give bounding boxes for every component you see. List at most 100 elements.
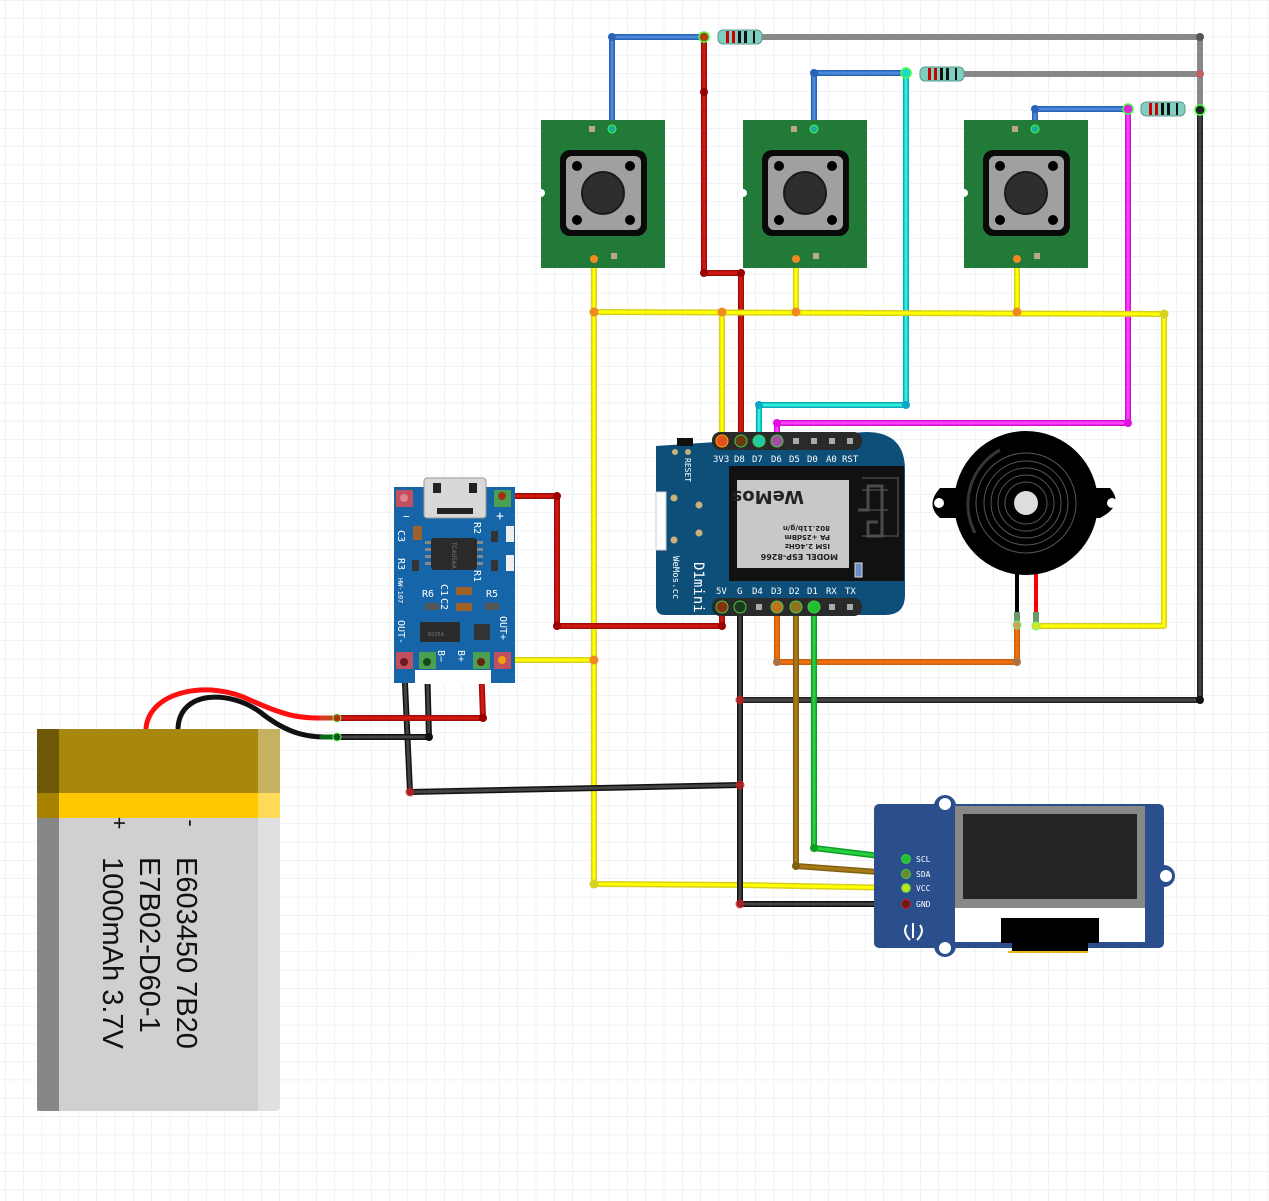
svg-text:C1: C1 [438, 584, 449, 596]
battery-plus-label: + [107, 817, 132, 830]
grove-logo-icon [904, 923, 923, 941]
svg-text:MODEL ESP-8266: MODEL ESP-8266 [760, 552, 838, 561]
svg-text:3V3: 3V3 [713, 455, 729, 465]
charge-ic [431, 538, 477, 570]
battery-label-line3: 1000mAh 3.7V [96, 857, 128, 1050]
resistor-3[interactable] [1140, 101, 1186, 117]
oled-pins: SCL SDA VCC GND [901, 854, 931, 909]
button-1[interactable] [537, 120, 665, 268]
svg-text:C3: C3 [395, 530, 406, 542]
svg-text:WeMos: WeMos [732, 486, 804, 507]
pin-d7[interactable] [752, 434, 766, 448]
svg-text:802.11b/g/n: 802.11b/g/n [783, 524, 830, 532]
svg-text:OUT+: OUT+ [497, 616, 508, 640]
lipo-battery[interactable]: + - E603450 7B20 E7B02-D60-1 1000mAh 3.7… [37, 729, 280, 1111]
svg-text:PA +25dBm: PA +25dBm [784, 533, 830, 541]
top-pin-labels: 3V3 D8 D7 D6 D5 D0 A0 RST [713, 455, 859, 465]
esp-shield [737, 480, 849, 568]
reset-label: RESET [683, 458, 692, 482]
buzzer-center [1014, 491, 1038, 515]
svg-text:D7: D7 [752, 455, 763, 465]
svg-text:D8: D8 [734, 455, 745, 465]
charger-labels: C3 R3 R2 R1 R6 R5 C1 C2 HW-107 OUT- OUT+… [395, 522, 508, 662]
oled-pin-sda[interactable] [901, 869, 911, 879]
svg-text:RST: RST [842, 455, 859, 465]
svg-text:D6: D6 [771, 455, 782, 465]
svg-text:D3: D3 [771, 587, 782, 597]
svg-text:ISM 2.4GHz: ISM 2.4GHz [785, 542, 830, 550]
svg-text:SDA: SDA [916, 870, 931, 879]
battery-black-lead [175, 694, 333, 740]
charger-module[interactable]: − + TC4056A 8205A C3 R3 R2 R1 R6 R5 C1 C… [394, 477, 515, 684]
mosfet-ic [420, 622, 460, 642]
wemos-d1-mini[interactable]: RESET D1mini WeMos.cc MODEL ESP-8266 ISM… [655, 432, 905, 616]
oled-pin-scl[interactable] [901, 854, 911, 864]
pin-d2[interactable] [789, 600, 803, 614]
svg-text:VCC: VCC [916, 884, 931, 893]
svg-text:HW-107: HW-107 [396, 578, 404, 603]
pin-d1[interactable] [807, 600, 821, 614]
button-cap[interactable] [581, 171, 625, 215]
svg-text:C2: C2 [438, 598, 449, 610]
charger-board [394, 487, 515, 683]
svg-text:R1: R1 [471, 570, 482, 582]
svg-text:SCL: SCL [916, 855, 931, 864]
svg-text:A0: A0 [826, 455, 837, 465]
svg-text:GND: GND [916, 900, 931, 909]
svg-text:B−: B− [435, 650, 446, 662]
resistor-1-pin [698, 31, 710, 43]
battery-label-line2: E7B02-D60-1 [133, 857, 165, 1033]
oled-pin-gnd[interactable] [901, 899, 911, 909]
resistor-1[interactable] [717, 29, 763, 45]
svg-text:G: G [737, 587, 742, 597]
battery-red-lead [143, 687, 333, 731]
button-2[interactable] [739, 120, 867, 268]
pin-d3[interactable] [770, 600, 784, 614]
piezo-buzzer[interactable] [932, 431, 1118, 631]
oled-pin-vcc[interactable] [901, 883, 911, 893]
pin-d6[interactable] [770, 434, 784, 448]
esp-module-labels: MODEL ESP-8266 ISM 2.4GHz PA +25dBm 802.… [732, 486, 838, 561]
svg-text:5V: 5V [716, 587, 727, 597]
oled-screen [963, 814, 1137, 899]
battery-label-line1: E603450 7B20 [170, 857, 202, 1049]
bottom-pin-labels: 5V G D4 D3 D2 D1 RX TX [716, 587, 856, 597]
label-minus: − [403, 510, 410, 523]
oled-display[interactable]: SCL SDA VCC GND [874, 795, 1175, 957]
svg-text:R3: R3 [395, 558, 406, 570]
ground-bus-pin [1194, 104, 1206, 116]
svg-text:D5: D5 [789, 455, 800, 465]
svg-text:R5: R5 [486, 589, 498, 600]
usb-port [655, 491, 667, 551]
board-name: D1mini [690, 562, 706, 613]
vcc-bus-wire[interactable] [499, 257, 1167, 891]
svg-text:RX: RX [826, 587, 837, 597]
reset-button[interactable] [677, 438, 693, 446]
svg-text:TX: TX [845, 587, 856, 597]
resistor-2[interactable] [919, 66, 965, 82]
svg-text:R2: R2 [471, 522, 482, 534]
svg-text:OUT-: OUT- [395, 620, 406, 644]
pin-5v[interactable] [715, 600, 729, 614]
resistor-3-pin [1122, 103, 1134, 115]
svg-text:D4: D4 [752, 587, 763, 597]
pin-d8[interactable] [734, 434, 748, 448]
label-plus: + [496, 509, 504, 524]
svg-text:8205A: 8205A [428, 632, 445, 638]
battery-minus-label: - [179, 819, 204, 826]
button-3[interactable] [960, 120, 1088, 268]
pin-g[interactable] [733, 600, 747, 614]
svg-text:TC4056A: TC4056A [450, 541, 457, 570]
button-cap[interactable] [1004, 171, 1048, 215]
board-brand: WeMos.cc [670, 556, 680, 599]
svg-text:D2: D2 [789, 587, 800, 597]
top-header [712, 432, 862, 450]
resistor-2-pin [900, 67, 912, 79]
svg-text:D1: D1 [807, 587, 818, 597]
button-cap[interactable] [783, 171, 827, 215]
pin-3v3[interactable] [715, 434, 729, 448]
svg-text:B+: B+ [455, 650, 466, 662]
wire-junctions [405, 33, 1204, 909]
svg-text:D0: D0 [807, 455, 818, 465]
